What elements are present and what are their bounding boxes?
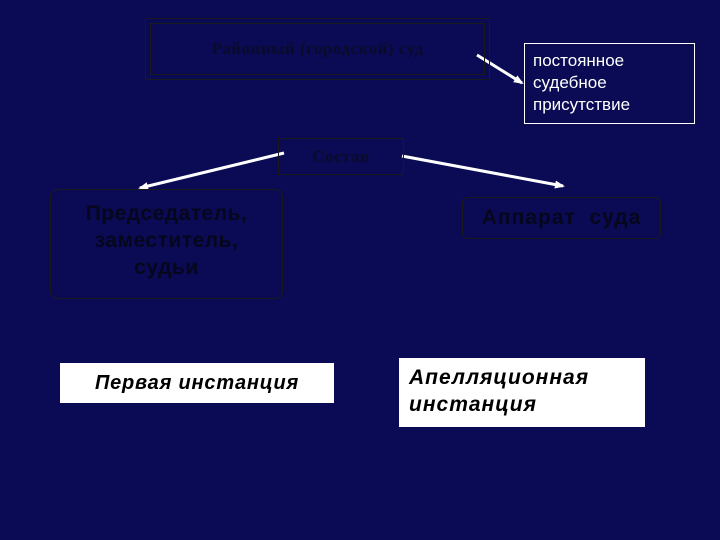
district-court-box: Районный (городской) суд xyxy=(145,18,490,80)
first-instance-box: Первая инстанция xyxy=(60,363,334,403)
court-staff-label: Аппарат суда xyxy=(481,206,642,229)
composition-label: Состав xyxy=(312,146,370,166)
judges-line-3: судьи xyxy=(134,255,199,279)
judges-line-1: Председатель, xyxy=(85,201,248,225)
appeal-instance-box: Апелляционная инстанция xyxy=(399,358,645,427)
district-court-inner-border xyxy=(150,23,485,75)
court-staff-box: Аппарат суда xyxy=(462,197,661,239)
arrow-composition-to-staff xyxy=(401,154,565,189)
permanent-presence-line-3: присутствие xyxy=(533,95,631,114)
first-instance-label: Первая инстанция xyxy=(94,371,300,394)
appeal-instance-line-1: Апелляционная xyxy=(409,366,590,389)
district-court-label: Районный (городской) суд xyxy=(211,39,424,58)
appeal-instance-line-2: инстанция xyxy=(409,393,537,416)
permanent-presence-line-1: постоянное xyxy=(533,51,625,70)
judges-box: Председатель, заместитель, судьи xyxy=(50,189,283,299)
arrow-composition-to-judges xyxy=(138,151,285,190)
permanent-presence-box: постоянное судебное присутствие xyxy=(524,43,695,124)
judges-line-2: заместитель, xyxy=(94,228,239,252)
permanent-presence-line-2: судебное xyxy=(533,73,607,92)
composition-box: Состав xyxy=(278,138,404,175)
